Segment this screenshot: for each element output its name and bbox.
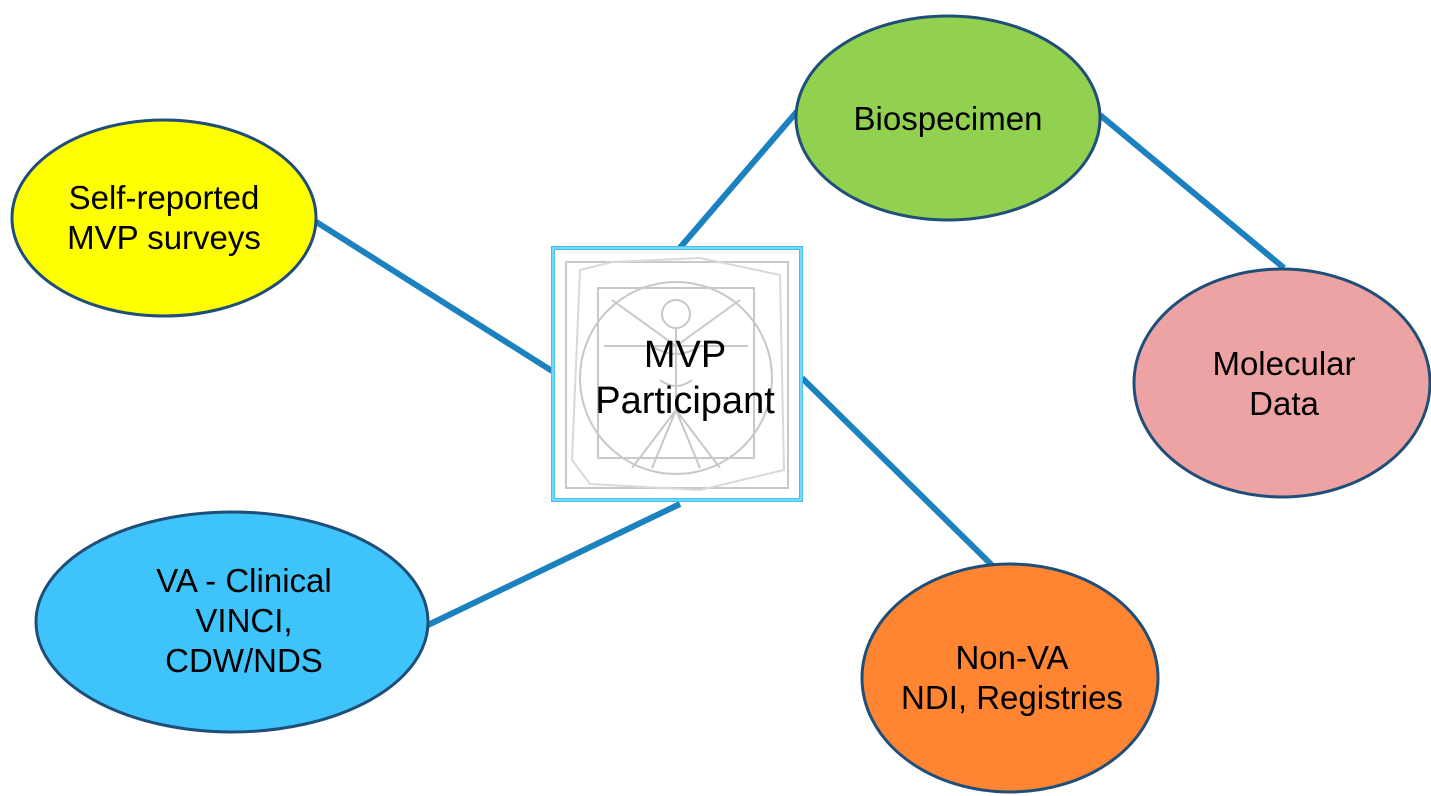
center-label: MVP Participant (560, 328, 810, 428)
connector-biospecimen-molecular (1098, 112, 1286, 271)
nonva-label-line-2: NDI, Registries (901, 679, 1123, 716)
surveys-label: Self-reported MVP surveys (24, 160, 304, 276)
clinical-label-line-3: CDW/NDS (165, 642, 323, 679)
clinical-label-line-2: VINCI, (195, 602, 293, 639)
nonva-label-line-1: Non-VA (955, 639, 1069, 676)
connector-center-clinical (426, 501, 682, 628)
clinical-label: VA - Clinical VINCI, CDW/NDS (110, 548, 378, 694)
molecular-label-line-2: Data (1249, 385, 1319, 422)
biospecimen-label-line-1: Biospecimen (853, 100, 1043, 137)
vitruvian-man-icon (565, 256, 789, 492)
clinical-ellipse (34, 510, 430, 734)
surveys-label-line-1: Self-reported (68, 179, 260, 216)
connector-surveys-center (308, 215, 562, 379)
biospecimen-ellipse (794, 14, 1102, 222)
nonva-label: Non-VA NDI, Registries (862, 630, 1162, 726)
biospecimen-label: Biospecimen (800, 94, 1096, 144)
surveys-label-line-2: MVP surveys (67, 219, 261, 256)
connector-center-biospecimen (675, 106, 803, 252)
nonva-ellipse (860, 562, 1160, 794)
center-label-line-2: Participant (595, 380, 775, 422)
molecular-label: Molecular Data (1136, 338, 1431, 430)
molecular-ellipse (1132, 267, 1431, 499)
center-label-line-1: MVP (643, 334, 727, 376)
clinical-label-line-1: VA - Clinical (156, 562, 332, 599)
molecular-label-line-1: Molecular (1212, 345, 1356, 382)
surveys-ellipse (10, 118, 318, 318)
connector-center-nonva (799, 375, 1013, 586)
center-box (551, 246, 803, 502)
